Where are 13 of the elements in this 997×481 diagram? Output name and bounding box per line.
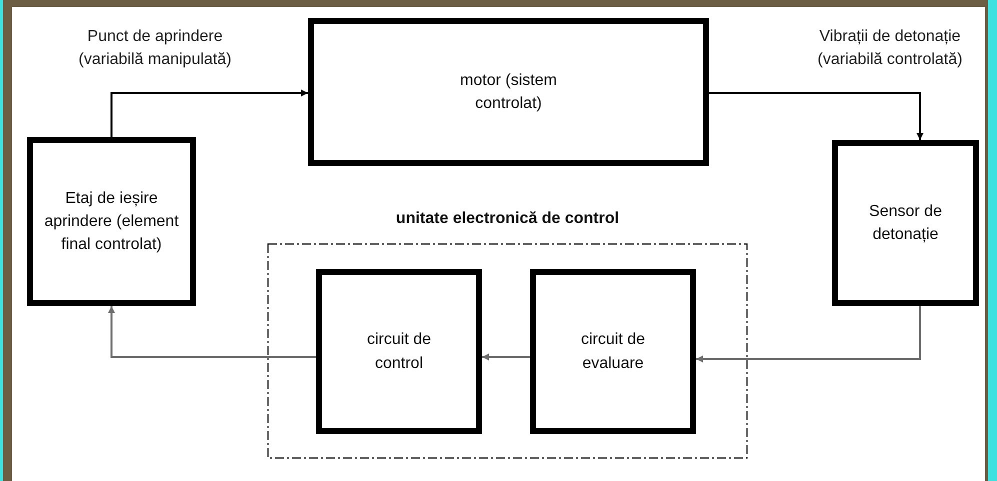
arrow [482,354,530,360]
edge-label: Vibrații de detonație (variabilă controlată) [816,27,964,70]
process-box: Etaj de ieșire aprindere (element final controlat) [27,137,196,306]
process-box: Sensor de detonație [832,140,979,306]
arrow [696,306,921,362]
group-title: unitate electronică de control [394,209,620,229]
arrow [110,90,308,137]
edge-label: Punct de aprindere (variabilă manipulată) [78,27,232,70]
process-box: motor (sistem controlat) [308,18,709,166]
arrow [709,92,924,140]
process-box: circuit de evaluare [530,269,696,434]
arrow [108,306,316,358]
process-box: circuit de control [316,269,482,434]
